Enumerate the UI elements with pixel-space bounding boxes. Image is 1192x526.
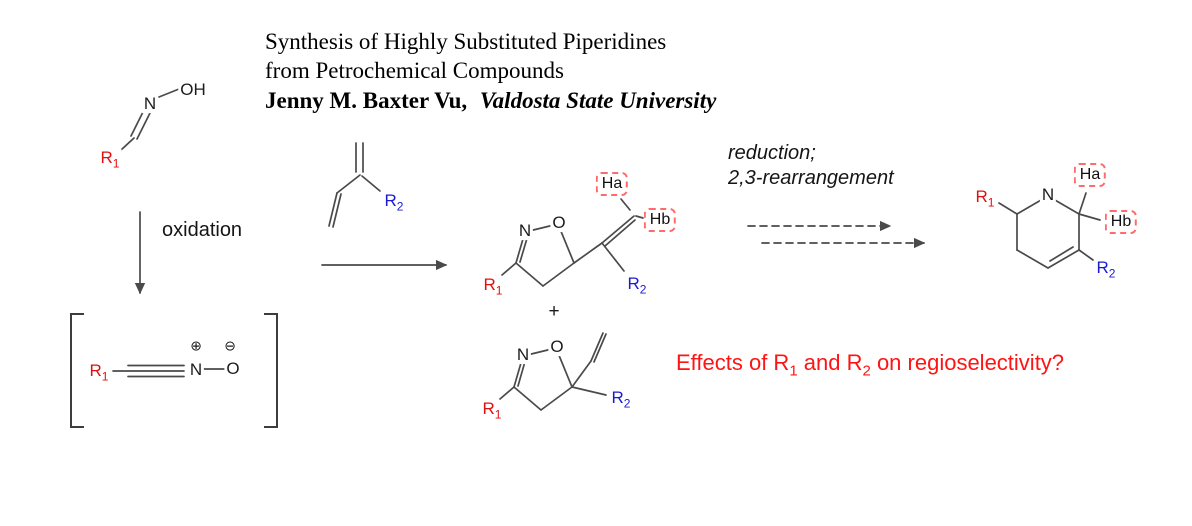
oxime-r1-label: R1 (98, 148, 122, 171)
nitrile-oxide-o-label: O (224, 359, 242, 379)
piperidine-n-label: N (1039, 185, 1057, 205)
minus-charge-icon: ⊖ (224, 338, 236, 355)
title-block: Synthesis of Highly Substituted Piperidi… (265, 27, 716, 115)
product1-hb-highlight-box: Hb (643, 208, 677, 232)
oxime-oh-label: OH (178, 80, 208, 100)
nitrile-oxide-n-label: N (187, 360, 205, 380)
oxime-structure-bonds (120, 88, 180, 151)
piperidine-r2-label: R2 (1094, 258, 1118, 281)
product1-n-label: N (516, 221, 534, 241)
diene-r2-label: R2 (382, 191, 406, 214)
piperidine-structure-bonds (998, 192, 1101, 269)
product1-ha-highlight-box: Ha (595, 172, 629, 196)
isoxazoline-product1-bonds (501, 198, 644, 287)
product2-r2-label: R2 (609, 388, 633, 411)
product2-r1-label: R1 (480, 399, 504, 422)
plus-sign: + (546, 301, 562, 323)
affiliation: Valdosta State University (479, 87, 717, 113)
title-line-1: Synthesis of Highly Substituted Piperidi… (265, 29, 667, 54)
oxidation-label: oxidation (162, 219, 243, 241)
reduction-label-line2: 2,3-rearrangement (728, 167, 894, 189)
question-text: Effects of R1 and R2 on regioselectivity… (676, 350, 1065, 380)
product1-r2-label: R2 (625, 274, 649, 297)
piperidine-hb-highlight-box: Hb (1104, 210, 1138, 234)
nitrile-oxide-r1-label: R1 (87, 361, 111, 384)
piperidine-ha-highlight-box: Ha (1073, 163, 1107, 187)
title-line-3: Jenny M. Baxter Vu, Valdosta State Unive… (265, 86, 716, 115)
reduction-dashed-arrows (747, 220, 926, 249)
nitrile-oxide-structure-bonds (70, 313, 278, 428)
left-bracket (70, 313, 84, 428)
reduction-label-line1: reduction; (728, 142, 816, 164)
oxime-n-label: N (141, 94, 159, 114)
product1-o-label: O (550, 213, 568, 233)
piperidine-r1-label: R1 (973, 187, 997, 210)
product2-n-label: N (514, 345, 532, 365)
diene-structure-bonds (328, 142, 381, 228)
plus-charge-icon: ⊕ (190, 338, 202, 355)
title-line-2: from Petrochemical Compounds (265, 58, 564, 84)
isoxazoline-product2-bonds (499, 332, 607, 411)
right-bracket (264, 313, 278, 428)
product2-o-label: O (548, 337, 566, 357)
author-name: Jenny M. Baxter Vu, (265, 87, 468, 113)
product1-r1-label: R1 (481, 275, 505, 298)
